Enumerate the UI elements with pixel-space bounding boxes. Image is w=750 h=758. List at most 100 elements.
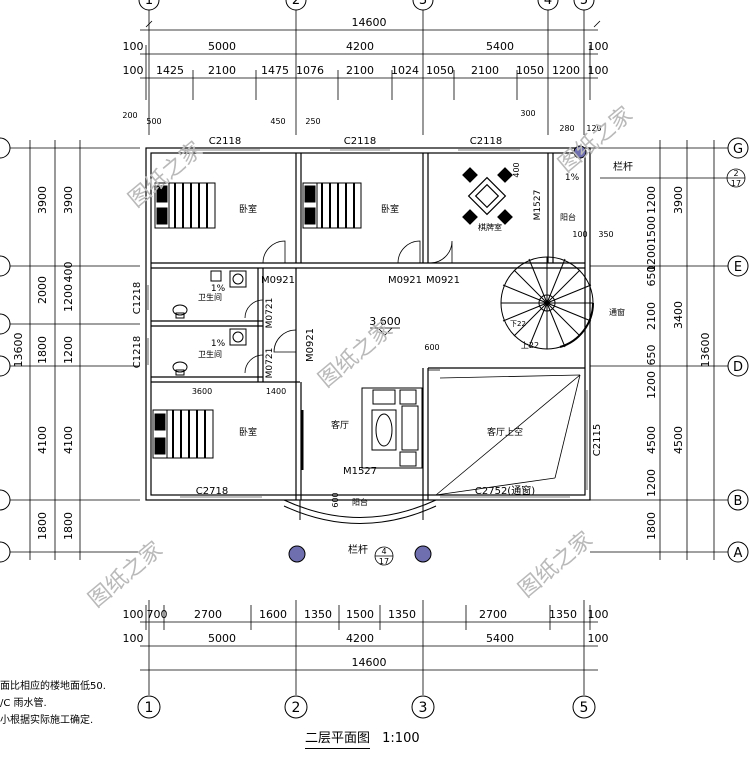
dim-3600: 3600 bbox=[192, 387, 212, 396]
watermark: 图纸之家 bbox=[514, 527, 597, 603]
dim-right-1: 1200 bbox=[645, 186, 658, 214]
dim-right-8b: 4500 bbox=[672, 426, 685, 454]
top-dimensions bbox=[140, 10, 601, 135]
dim-right-2: 1500 bbox=[645, 216, 658, 244]
stair-window-note: 通窗 bbox=[609, 307, 625, 317]
dim-right-7: 1200 bbox=[645, 371, 658, 399]
dim-top2-0: 100 bbox=[123, 40, 144, 53]
dim-right-5: 2100 bbox=[645, 302, 658, 330]
tag-c2718: C2718 bbox=[196, 486, 228, 497]
col-label-bottom-1: 1 bbox=[145, 700, 154, 716]
tag-c2752: C2752(通窗) bbox=[475, 484, 535, 497]
dim-top3-6: 1024 bbox=[391, 64, 419, 77]
col-label-bottom-5: 5 bbox=[580, 700, 589, 716]
tag-c2118-2: C2118 bbox=[344, 136, 376, 147]
tag-m1527-1: M1527 bbox=[533, 190, 543, 221]
tag-m0721-2: M0721 bbox=[265, 348, 275, 379]
col-label-bottom-2: 2 bbox=[292, 700, 301, 716]
room-bath-2: 卫生间 bbox=[198, 349, 222, 359]
dim-bot1-8: 1350 bbox=[549, 608, 577, 621]
dim-280: 280 bbox=[559, 124, 574, 133]
row-bubbles-left bbox=[0, 137, 11, 563]
sofa-set-icon bbox=[361, 387, 423, 469]
dim-bot1-1: 700 bbox=[147, 608, 168, 621]
dim-right-4: 650 bbox=[645, 266, 658, 287]
left-dimensions bbox=[0, 140, 140, 560]
col-label-top-2: 2 bbox=[292, 0, 300, 8]
toilet-icon bbox=[172, 304, 188, 376]
dim-bot1-3: 1600 bbox=[259, 608, 287, 621]
elevation-mark: 3.600 bbox=[369, 315, 401, 328]
dim-top3-0: 100 bbox=[123, 64, 144, 77]
tag-c1218-2: C1218 bbox=[132, 336, 143, 368]
general-notes: 面比相应的楼地面低50. /C 雨水管. 小根据实际施工确定. bbox=[0, 678, 140, 729]
bed-icon bbox=[154, 182, 216, 229]
drawing-title: 二层平面图 bbox=[305, 731, 371, 749]
downpipe-icon bbox=[288, 145, 587, 563]
detail-2-num: 4 bbox=[381, 547, 386, 556]
dim-bot1-4: 1350 bbox=[304, 608, 332, 621]
room-bedroom-1: 卧室 bbox=[239, 203, 257, 215]
dim-left-inner-5: 1200 bbox=[62, 336, 75, 364]
slope-balcony: 1% bbox=[565, 173, 580, 183]
tag-c1218-1: C1218 bbox=[132, 282, 143, 314]
room-living: 客厅 bbox=[331, 419, 349, 431]
dim-left-outer-1: 3900 bbox=[36, 186, 49, 214]
dim-top3-8: 2100 bbox=[471, 64, 499, 77]
col-label-top-1: 1 bbox=[145, 0, 153, 8]
dim-bot2-3: 5400 bbox=[486, 632, 514, 645]
dim-top3-7: 1050 bbox=[426, 64, 454, 77]
dim-120: 120 bbox=[586, 124, 601, 133]
detail-1-num: 2 bbox=[733, 169, 738, 178]
spiral-stair bbox=[500, 256, 594, 350]
dim-600a: 600 bbox=[424, 343, 439, 352]
dim-top-total: 14600 bbox=[352, 16, 387, 29]
tag-c2118-1: C2118 bbox=[209, 136, 241, 147]
dim-350: 350 bbox=[598, 230, 613, 239]
dim-top3-3: 1475 bbox=[261, 64, 289, 77]
detail-2-den: 17 bbox=[379, 557, 389, 566]
dim-left-outer-2: 2000 bbox=[36, 276, 49, 304]
dim-bot1-5: 1500 bbox=[346, 608, 374, 621]
dim-400: 400 bbox=[512, 162, 521, 177]
bottom-dimensions bbox=[140, 600, 598, 695]
stair-up: 上22 bbox=[521, 341, 539, 350]
dim-bot2-0: 100 bbox=[123, 632, 144, 645]
drawing-scale: 1:100 bbox=[382, 731, 420, 746]
dim-right-8: 4500 bbox=[645, 426, 658, 454]
dim-right-mid-1: 3400 bbox=[672, 301, 685, 329]
room-balcony-1: 阳台 bbox=[560, 212, 576, 222]
dim-200: 200 bbox=[122, 111, 137, 120]
slope-bath-1: 1% bbox=[211, 284, 226, 294]
watermark: 图纸之家 bbox=[314, 317, 397, 393]
dim-left-outer-4: 4100 bbox=[36, 426, 49, 454]
dim-300: 300 bbox=[520, 109, 535, 118]
dim-right-9: 1200 bbox=[645, 469, 658, 497]
tag-m0921-4: M0921 bbox=[305, 328, 316, 362]
dim-bot1-9: 100 bbox=[588, 608, 609, 621]
dim-450: 450 bbox=[270, 117, 285, 126]
dim-top3-10: 1200 bbox=[552, 64, 580, 77]
dim-right-6: 650 bbox=[645, 345, 658, 366]
column-bubbles-bottom bbox=[137, 695, 596, 719]
dim-bot1-7: 2700 bbox=[479, 608, 507, 621]
dim-left-inner-8: 1800 bbox=[62, 512, 75, 540]
bed-icon bbox=[302, 182, 362, 229]
room-bath-1: 卫生间 bbox=[198, 292, 222, 302]
note-line: /C 雨水管. bbox=[0, 698, 47, 709]
dim-top3-1: 1425 bbox=[156, 64, 184, 77]
railing-label-1: 栏杆 bbox=[613, 160, 633, 173]
dim-right-10: 1800 bbox=[645, 512, 658, 540]
row-label-right-G: G bbox=[733, 142, 743, 157]
slope-bath-2: 1% bbox=[211, 339, 226, 349]
dim-bot2-1: 5000 bbox=[208, 632, 236, 645]
row-bubbles-right bbox=[727, 137, 749, 563]
dim-top3-2: 2100 bbox=[208, 64, 236, 77]
dim-bot1-6: 1350 bbox=[388, 608, 416, 621]
column-bubbles-top bbox=[138, 0, 595, 11]
dim-top3-5: 2100 bbox=[346, 64, 374, 77]
tag-m0921-3: M0921 bbox=[426, 275, 460, 286]
note-line: 小根据实际施工确定. bbox=[0, 715, 94, 726]
dim-500: 500 bbox=[146, 117, 161, 126]
